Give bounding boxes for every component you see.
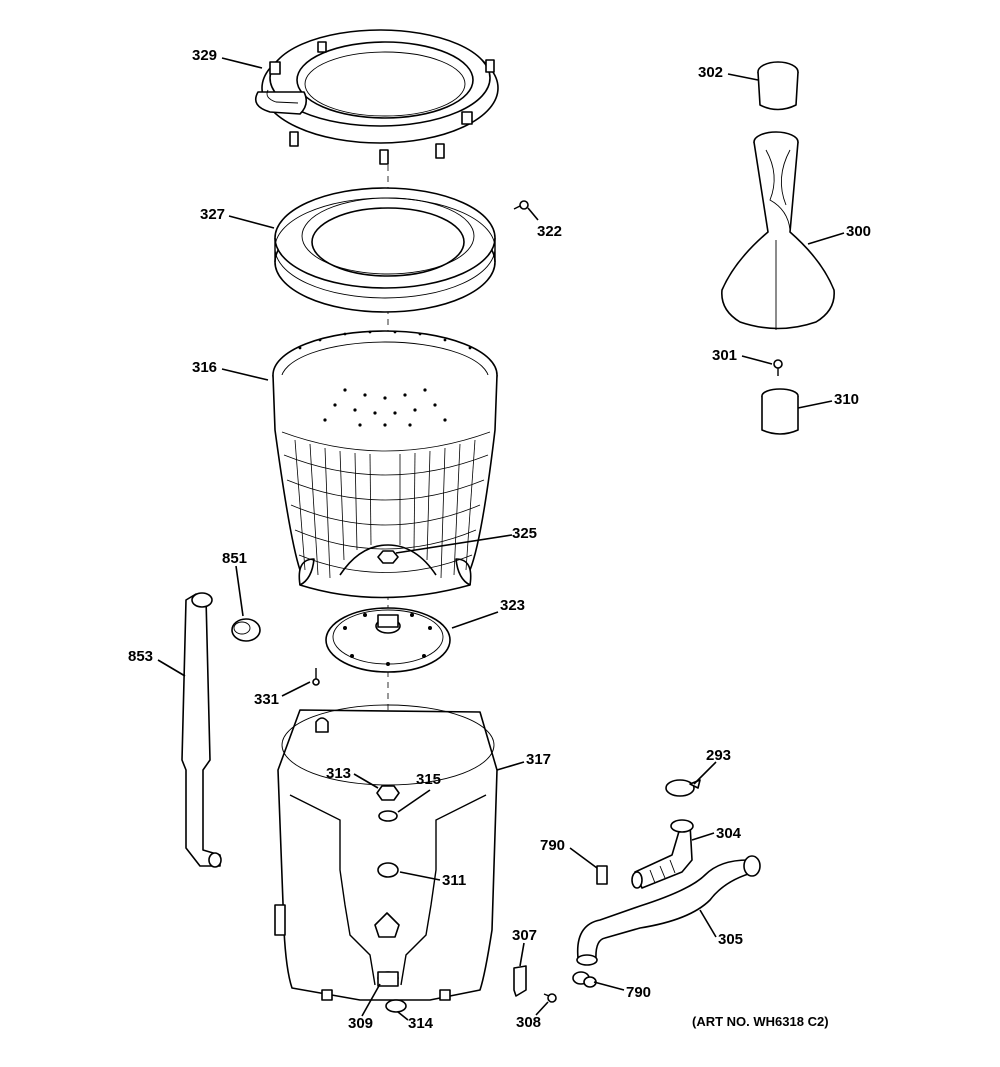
clip-790-upper bbox=[596, 865, 608, 885]
agitator-base-310 bbox=[761, 388, 799, 435]
label-322: 322 bbox=[537, 223, 562, 240]
screw-331 bbox=[312, 668, 320, 686]
balance-ring-327 bbox=[274, 187, 496, 313]
label-790-lower: 790 bbox=[626, 984, 651, 1001]
label-853: 853 bbox=[128, 648, 153, 665]
nut-313 bbox=[376, 785, 400, 801]
outer-tub-317 bbox=[274, 704, 498, 1001]
agitator-cap-302 bbox=[757, 61, 799, 111]
label-293: 293 bbox=[706, 747, 731, 764]
cap-851 bbox=[231, 618, 261, 642]
label-302: 302 bbox=[698, 64, 723, 81]
washer-314 bbox=[385, 999, 407, 1013]
label-309: 309 bbox=[348, 1015, 373, 1032]
washer-315 bbox=[378, 810, 398, 822]
label-314: 314 bbox=[408, 1015, 434, 1032]
label-790-upper: 790 bbox=[540, 837, 565, 854]
screw-322 bbox=[513, 200, 529, 210]
label-310: 310 bbox=[834, 391, 859, 408]
wash-basket-316 bbox=[272, 330, 498, 599]
label-301: 301 bbox=[712, 347, 737, 364]
art-number: (ART NO. WH6318 C2) bbox=[692, 1014, 829, 1029]
leader-lines bbox=[157, 57, 845, 1021]
label-851: 851 bbox=[222, 550, 247, 567]
label-307: 307 bbox=[512, 927, 537, 944]
label-316: 316 bbox=[192, 359, 217, 376]
tub-cover-329 bbox=[254, 29, 499, 165]
agitator-300 bbox=[721, 131, 835, 330]
screw-301 bbox=[773, 359, 783, 376]
label-315: 315 bbox=[416, 771, 441, 788]
label-300: 300 bbox=[846, 223, 871, 240]
drain-hose-305 bbox=[576, 855, 761, 966]
label-313: 313 bbox=[326, 765, 351, 782]
screw-308 bbox=[543, 993, 557, 1003]
hose-304 bbox=[631, 819, 694, 889]
label-329: 329 bbox=[192, 47, 217, 64]
label-305: 305 bbox=[718, 931, 743, 948]
bracket-307 bbox=[513, 965, 527, 997]
label-325: 325 bbox=[512, 525, 537, 542]
label-317: 317 bbox=[526, 751, 551, 768]
label-327: 327 bbox=[200, 206, 225, 223]
label-323: 323 bbox=[500, 597, 525, 614]
label-311: 311 bbox=[442, 872, 466, 889]
clip-790-lower bbox=[572, 971, 597, 988]
label-304: 304 bbox=[716, 825, 742, 842]
tube-853 bbox=[181, 592, 222, 868]
label-308: 308 bbox=[516, 1014, 541, 1031]
hub-plate-323 bbox=[325, 607, 451, 673]
label-331: 331 bbox=[254, 691, 279, 708]
